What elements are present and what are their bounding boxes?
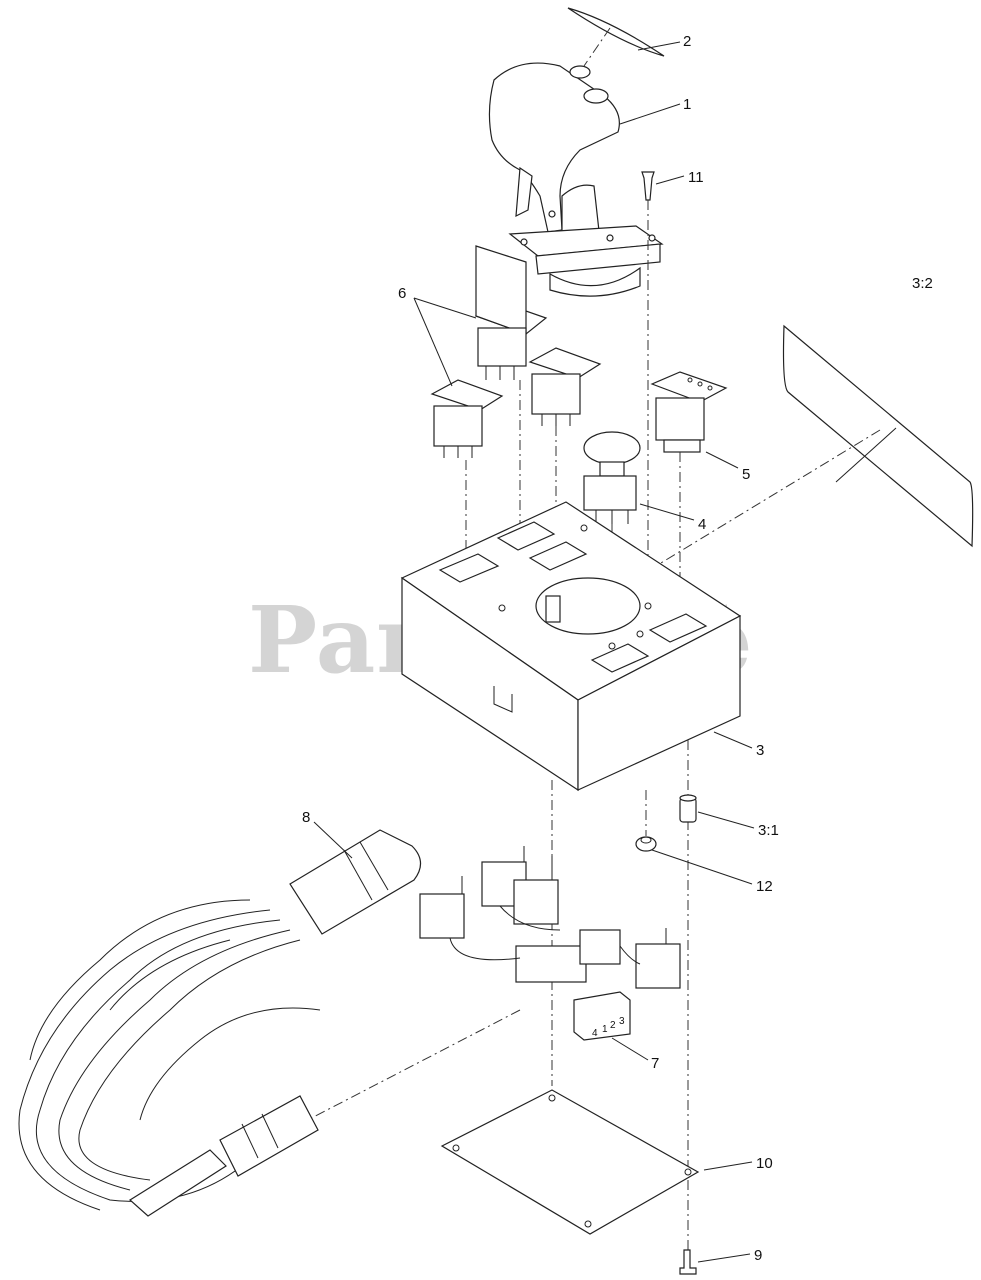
pin-label-2: 2 [610, 1020, 616, 1031]
part-6-rocker-switch-c [430, 379, 504, 458]
pin-label-3: 3 [619, 1016, 625, 1027]
part-12-grommet [635, 836, 657, 852]
callout-10: 10 [756, 1155, 773, 1172]
part-3-1-spacer [679, 794, 697, 823]
callout-2: 2 [683, 33, 691, 50]
part-8-wire-harness [18, 829, 422, 1217]
pin-label-1: 1 [602, 1024, 608, 1035]
part-4-estop-switch [583, 431, 641, 524]
align-line-9 [299, 1009, 521, 1125]
part-6-rocker-switch-b [528, 347, 602, 426]
part-11-screw [641, 171, 655, 604]
callout-11: 11 [688, 169, 704, 186]
part-2-decal [567, 7, 665, 67]
callout-5: 5 [742, 466, 750, 483]
part-1-joystick [488, 62, 664, 297]
callout-3: 3 [756, 742, 764, 759]
part-6-rocker-switch-a [474, 245, 548, 380]
callout-4: 4 [698, 516, 706, 533]
callout-8: 8 [302, 809, 310, 826]
callout-3-1: 3:1 [758, 822, 779, 839]
relay-connectors [419, 846, 681, 989]
leader-lines [313, 41, 897, 1263]
callout-1: 1 [683, 96, 691, 113]
part-3-control-box [400, 501, 742, 792]
callout-9: 9 [754, 1247, 762, 1264]
callout-6: 6 [398, 285, 406, 302]
pin-label-4: 4 [592, 1028, 598, 1039]
part-10-bottom-plate [440, 1089, 700, 1235]
part-5-switch [650, 371, 728, 453]
part-9-screw [679, 1249, 697, 1275]
part-7-terminal-block: 4 1 2 3 [573, 991, 631, 1041]
callout-12: 12 [756, 878, 773, 895]
part-3-2-label [599, 324, 974, 601]
callout-3-2: 3:2 [912, 275, 933, 292]
callout-7: 7 [651, 1055, 659, 1072]
